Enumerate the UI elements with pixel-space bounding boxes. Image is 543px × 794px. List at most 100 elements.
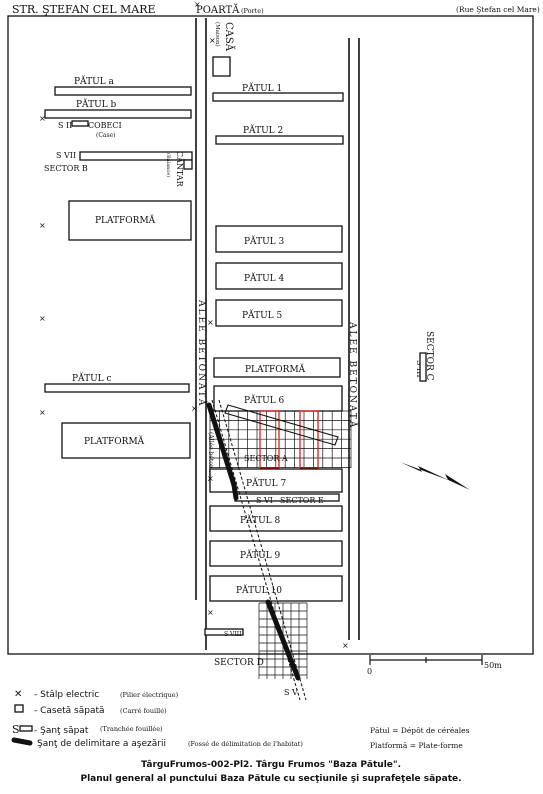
street-left-label: STR. ŞTEFAN CEL MARE [12,3,156,16]
s-v-trench-b [218,399,307,701]
s-vi-label: S VI [256,496,273,505]
settlement-ditch-north [206,402,239,501]
legend-patul-note: Pătul = Dépôt de céréales [370,726,470,735]
patul-2-label: PĂTUL 2 [243,124,283,136]
patul-2 [215,135,344,145]
sector-c-label: SECTOR C [424,331,434,381]
legend-platforma-note: Platformă = Plate-forme [370,741,463,750]
platforma-mid-label: PLATFORMĂ [245,363,306,375]
electric-pole-icon: × [209,36,216,45]
electric-pole-icon: × [207,474,214,483]
patul-a-label: PĂTUL a [74,75,114,87]
platforma-mid [213,357,341,378]
casa-label: CASĂ [223,22,235,52]
cobeci-fr-label: (Case) [96,132,115,139]
legend-caseta-icon [14,704,24,713]
patul-3-label: PĂTUL 3 [244,235,284,247]
patul-5-label: PĂTUL 5 [242,309,282,321]
cantar-box [183,159,193,170]
sector-d-label: SECTOR D [214,658,264,668]
patul-8 [209,505,343,532]
scale-start-label: 0 [367,667,372,676]
legend-delimitare-label: Şanţ de delimitare a aşezării [37,739,166,749]
patul-a [54,86,192,96]
electric-pole-icon: × [207,318,214,327]
patul-8-label: PĂTUL 8 [240,514,280,526]
electric-pole-icon: × [342,641,349,650]
s-vii-trench [79,151,193,161]
patul-c [44,383,190,393]
alley-left-fr-label: (Allée bétonnée) [207,432,214,482]
s-v-trench-a [211,399,301,701]
scale-bar [369,655,483,665]
north-arrow-icon [400,462,470,490]
gate-label: POARTĂ [196,4,240,16]
street-right-label: (Rue Ştefan cel Mare) [456,5,540,14]
legend-stalp-icon: ✕ [14,689,22,700]
gate-fr-label: (Porte) [241,7,264,15]
legend-delimitare-icon [11,737,33,746]
legend-stalp-fr: (Pilier électrique) [120,691,179,699]
legend-sant-label: - Şanţ săpat [34,726,89,736]
sector-a-label: SECTOR A [244,454,288,463]
cobeci-label: COBECI [88,121,122,130]
legend-delimitare-fr: (Fossé de délimitation de l'habitat) [188,740,303,748]
s-ii-label: S II [58,121,72,130]
casa-building [212,56,231,77]
settlement-ditch-south [265,599,301,681]
cantar-label: CÂNTAR [175,151,184,188]
patul-9 [209,540,343,567]
patul-6-label: PĂTUL 6 [244,394,284,406]
caption-line-1: TârguFrumos-002-Pl2. Târgu Frumos "Baza … [141,760,401,770]
s-v-label: S V [284,688,298,697]
electric-pole-icon: × [191,404,198,413]
legend: ✕ - Stâlp electric (Pilier électrique) -… [11,689,470,750]
legend-caseta-fr: (Carré fouillé) [120,707,167,715]
patul-4 [215,262,343,290]
legend-sant-fr: (Tranchée fouillée) [100,725,163,733]
s-vi-oblique-trench [224,404,339,446]
legend-stalp-label: - Stâlp electric [34,690,99,700]
legend-caseta-label: - Casetă săpată [34,706,105,716]
platforma-upper-label: PLATFORMĂ [95,214,156,226]
patul-3 [215,225,343,253]
electric-pole-icon: × [39,221,46,230]
platforma-lower-label: PLATFORMĂ [84,435,145,447]
alley-right-label: ALEE BETONATĂ [347,321,359,429]
site-boundary [7,15,534,655]
patul-7-label: PĂTUL 7 [246,477,286,489]
sector-b-label: SECTOR B [44,164,88,173]
electric-pole-icon: × [194,0,201,9]
patul-b [44,109,192,119]
sector-a-grid [209,404,352,469]
patul-c-label: PĂTUL c [72,372,112,384]
platforma-lower [61,422,191,459]
patul-4-label: PĂTUL 4 [244,272,284,284]
s-vii-label: S VII [56,151,76,160]
scale-end-label: 50m [484,661,502,670]
sector-e-label: SECTOR E [280,496,324,505]
s-viii-label: S VIII [224,631,242,638]
patul-5 [215,299,343,327]
cantar-fr-label: (Balance) [165,153,172,177]
excavated-section [259,410,280,469]
legend-sant-icon: S [12,723,20,736]
s-iii-trench [419,352,427,382]
electric-poles: ××××××××××× [39,0,349,650]
patul-b-label: PĂTUL b [76,98,116,110]
casa-fr-label: (Maison) [214,22,221,47]
patul-10 [209,575,343,602]
electric-pole-icon: × [39,114,46,123]
electric-pole-icon: × [39,408,46,417]
sector-d-grid [258,602,308,679]
s-viii-trench [204,628,244,636]
patul-9-label: PĂTUL 9 [240,549,280,561]
legend-sant-bar [19,725,33,732]
patul-1 [212,92,344,102]
patul-1-label: PĂTUL 1 [242,82,282,94]
platforma-upper [68,200,192,241]
s-ii-trench [71,120,89,127]
electric-pole-icon: × [39,314,46,323]
